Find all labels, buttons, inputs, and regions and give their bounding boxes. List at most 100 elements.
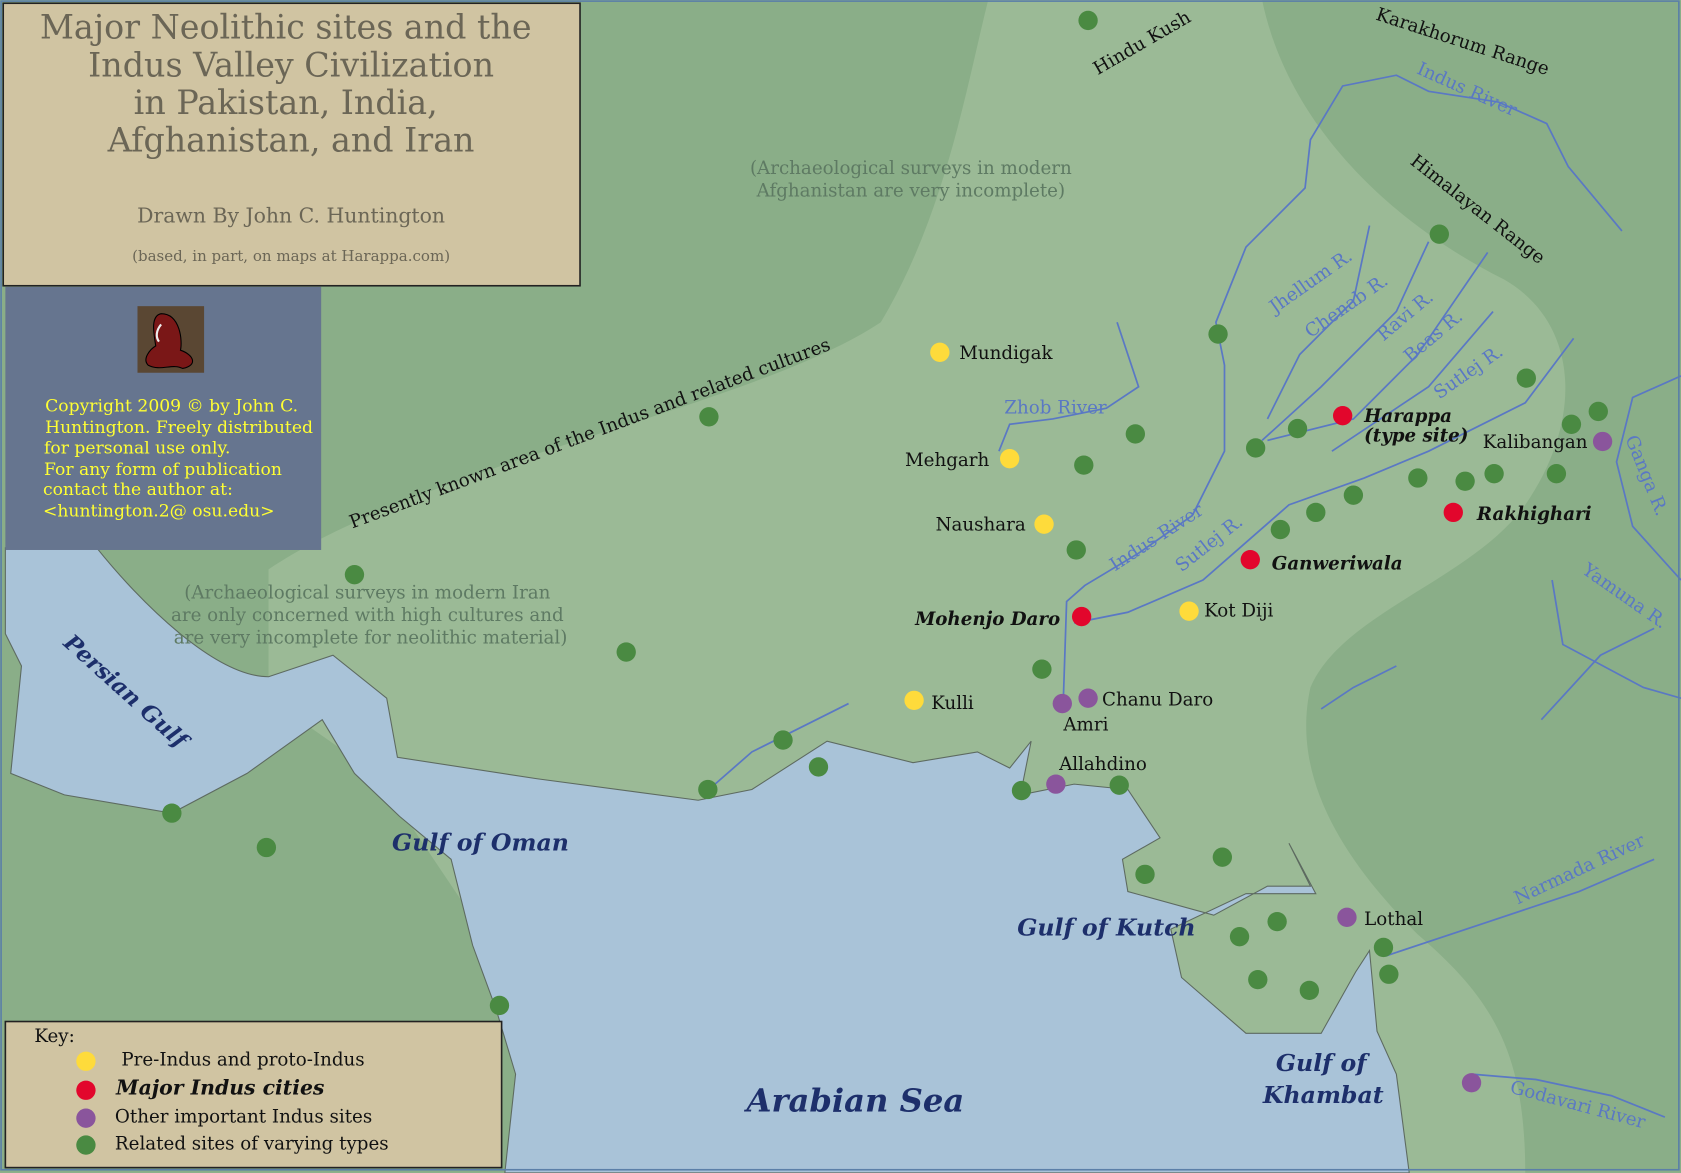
- related-site-marker: [1516, 368, 1536, 388]
- pre-indus-site-marker: [1034, 514, 1054, 534]
- river-godavari: [1471, 1073, 1666, 1118]
- legend-marker-major: [76, 1080, 96, 1100]
- other-indus-site-marker: [1078, 688, 1098, 708]
- other-indus-site-label: Allahdino: [1058, 754, 1147, 775]
- related-site-marker: [698, 779, 718, 800]
- other-indus-site-label: Chanu Daro: [1102, 690, 1213, 711]
- related-site-marker: [344, 565, 365, 585]
- title-line-3: in Pakistan, India,: [134, 83, 438, 122]
- copyright-line-1: Copyright 2009 © by John C.: [45, 396, 298, 416]
- related-site-marker: [773, 730, 793, 750]
- pre-indus-site-marker: [1179, 601, 1199, 621]
- legend-marker-pre-indus: [76, 1051, 96, 1071]
- related-site-marker: [1229, 926, 1250, 947]
- other-indus-site-label: Amri: [1062, 714, 1108, 735]
- iran-note-line-3: are very incomplete for neolithic materi…: [174, 627, 568, 648]
- river-label-1: Zhob River: [1004, 398, 1107, 419]
- source: (based, in part, on maps at Harappa.com): [132, 247, 450, 265]
- legend-heading: Key:: [34, 1026, 74, 1047]
- major-city-label: Rakhighari: [1476, 504, 1592, 525]
- iran-note-line-2: are only concerned with high cultures an…: [171, 605, 564, 626]
- copyright-panel: Copyright 2009 © by John C. Huntington. …: [5, 286, 322, 550]
- author: Drawn By John C. Huntington: [137, 203, 445, 227]
- related-site-marker: [1267, 911, 1287, 932]
- related-site-marker: [1074, 455, 1094, 475]
- river-sutlej: [1073, 337, 1575, 624]
- sea-arabian-sea: Arabian Sea: [744, 1082, 965, 1120]
- other-indus-site-marker: [1046, 774, 1066, 794]
- pre-indus-site-label: Mehgarh: [905, 450, 990, 471]
- iran-note-line-1: (Archaeological surveys in modern Iran: [184, 582, 550, 603]
- sea-gulf-of-kutch: Gulf of Kutch: [1017, 914, 1196, 942]
- legend-marker-related: [76, 1135, 96, 1155]
- copyright-line-3: for personal use only.: [44, 438, 230, 458]
- related-site-marker: [1588, 401, 1608, 422]
- related-site-marker: [1245, 438, 1266, 458]
- related-site-marker: [808, 757, 829, 777]
- sea-gulf-of-khambat-1: Gulf of: [1276, 1049, 1370, 1077]
- related-site-marker: [1484, 464, 1504, 484]
- rivers: [708, 74, 1681, 1118]
- river-narmada: [1385, 858, 1655, 957]
- legend-marker-other: [76, 1108, 96, 1128]
- title-line-1: Major Neolithic sites and the: [40, 8, 532, 47]
- major-city-marker: [1240, 549, 1260, 570]
- related-site-marker: [1306, 502, 1326, 523]
- related-site-marker: [1109, 775, 1129, 795]
- title-line-4: Afghanistan, and Iran: [107, 120, 475, 159]
- afghan-note-line-1: (Archaeological surveys in modern: [750, 158, 1072, 179]
- pre-indus-site-label: Mundigak: [959, 343, 1053, 364]
- legend-label-related: Related sites of varying types: [115, 1133, 389, 1154]
- river-chenab: [1261, 241, 1430, 442]
- related-site-marker: [1208, 324, 1228, 344]
- other-indus-site-marker: [1461, 1073, 1482, 1093]
- river-ravi: [1267, 251, 1489, 442]
- related-site-marker: [1299, 980, 1320, 1001]
- related-site-marker: [1373, 937, 1394, 958]
- major-city-label: Mohenjo Daro: [914, 609, 1060, 630]
- river-ganga: [1615, 375, 1681, 581]
- related-site-marker: [1212, 847, 1233, 867]
- svg-text:Copyright 2009 © by John C.: Copyright 2009 © by John C. Huntington. …: [43, 396, 318, 521]
- pre-indus-site-label: Kot Diji: [1204, 601, 1273, 622]
- related-site-marker: [1270, 519, 1291, 540]
- related-site-marker: [1011, 780, 1032, 801]
- copyright-line-2: Huntington. Freely distributed: [45, 418, 313, 438]
- related-site-marker: [1248, 969, 1268, 990]
- river-indus: [1062, 74, 1623, 699]
- other-indus-site-label: Kalibangan: [1483, 432, 1588, 453]
- sea-gulf-of-khambat-2: Khambat: [1262, 1081, 1384, 1109]
- related-site-marker: [1078, 10, 1098, 31]
- sea-gulf-of-oman: Gulf of Oman: [392, 829, 569, 857]
- legend-label-other: Other important Indus sites: [115, 1106, 372, 1127]
- related-site-marker: [1408, 468, 1428, 488]
- pre-indus-site-label: Kulli: [931, 693, 974, 714]
- pre-indus-site-label: Naushara: [936, 515, 1026, 536]
- legend-label-major: Major Indus cities: [115, 1076, 325, 1100]
- related-site-marker: [1066, 540, 1086, 560]
- related-site-marker: [616, 642, 636, 662]
- related-site-marker: [1135, 864, 1155, 885]
- title-line-2: Indus Valley Civilization: [88, 45, 494, 84]
- pre-indus-site-marker: [904, 690, 924, 711]
- river-zhob: [998, 321, 1140, 452]
- related-site-marker: [256, 837, 277, 858]
- title-panel: Major Neolithic sites and the Indus Vall…: [2, 2, 581, 287]
- copyright-line-4: For any form of publication: [44, 460, 282, 480]
- river-beas: [1331, 310, 1494, 452]
- river-yamuna-2: [1540, 627, 1655, 721]
- related-site-marker: [1429, 224, 1449, 244]
- other-indus-site-marker: [1337, 907, 1357, 927]
- related-site-marker: [1125, 424, 1146, 444]
- major-city-marker: [1071, 606, 1092, 627]
- major-city-label: Harappa: [1363, 406, 1452, 427]
- river-minor-2: [1320, 665, 1397, 710]
- legend: Key: Pre-Indus and proto-Indus Major Ind…: [4, 1020, 503, 1169]
- related-site-marker: [162, 803, 182, 823]
- copyright-line-5: contact the author at:: [43, 480, 233, 500]
- harappa-type-site-note: (type site): [1364, 425, 1468, 446]
- related-site-marker: [1546, 464, 1567, 484]
- other-indus-site-label: Lothal: [1364, 909, 1423, 930]
- pre-indus-site-marker: [1000, 449, 1020, 469]
